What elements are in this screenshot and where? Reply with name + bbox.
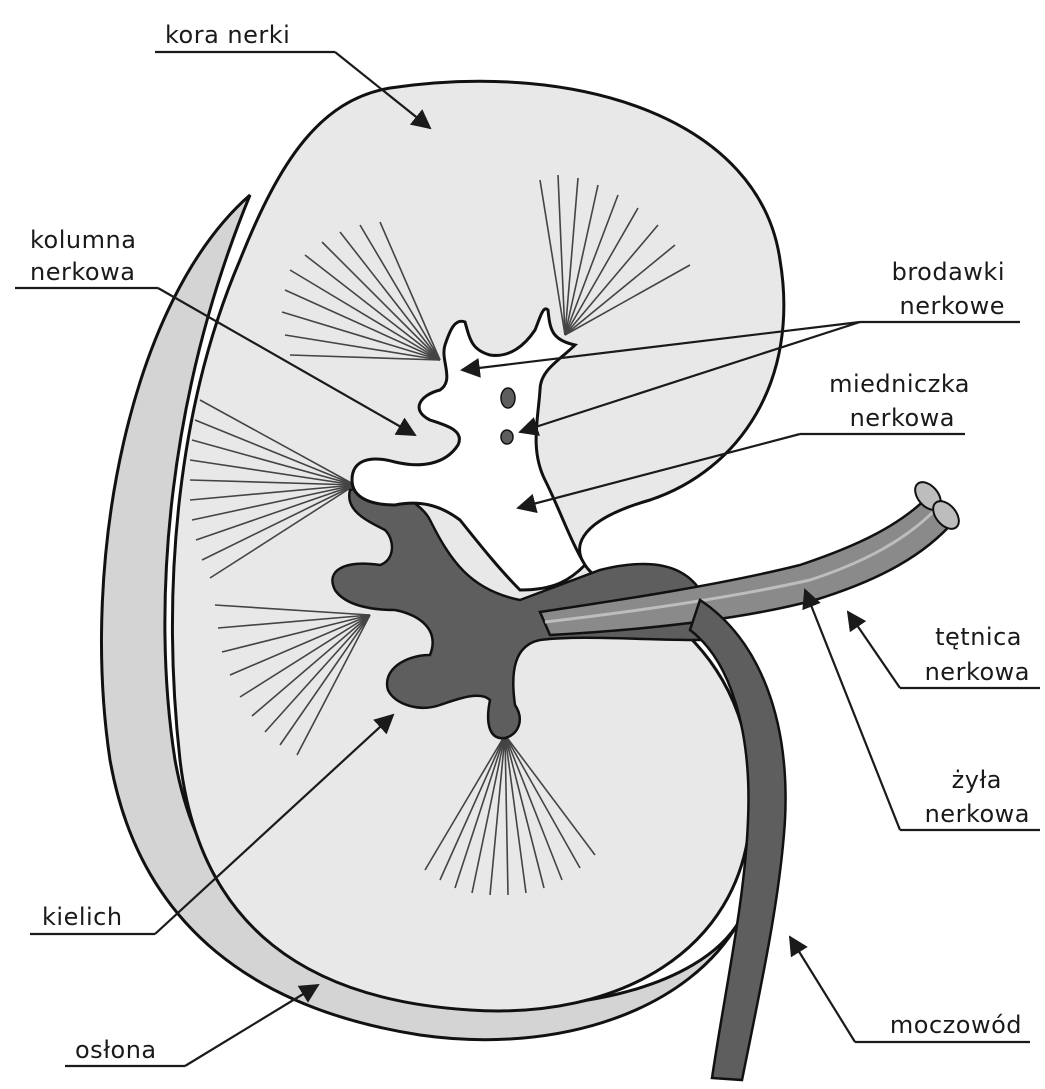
label-tetnica-line2: nerkowa: [925, 658, 1030, 686]
label-brodawki-line1: brodawki: [892, 258, 1005, 286]
label-zyla-line1: żyła: [952, 766, 1002, 794]
label-miedniczka-line1: miedniczka: [829, 370, 970, 398]
label-zyla-line2: nerkowa: [925, 800, 1030, 828]
leader-moczowod: [790, 937, 855, 1042]
papilla-dot-2: [501, 430, 513, 444]
label-kora-nerki: kora nerki: [165, 21, 290, 49]
leader-zyla: [805, 590, 900, 830]
label-tetnica-line1: tętnica: [935, 623, 1022, 651]
label-moczowod: moczowód: [890, 1011, 1022, 1039]
kidney-cortex: [173, 81, 784, 1011]
label-brodawki-line2: nerkowe: [900, 292, 1005, 320]
leader-tetnica: [848, 612, 900, 688]
label-kielich: kielich: [42, 903, 123, 931]
label-kolumna-line1: kolumna: [30, 226, 136, 254]
leader-oslona: [185, 985, 318, 1066]
label-kolumna-line2: nerkowa: [30, 258, 135, 286]
label-oslona: osłona: [75, 1036, 157, 1064]
label-miedniczka-line2: nerkowa: [850, 404, 955, 432]
papilla-dot-1: [501, 388, 515, 408]
